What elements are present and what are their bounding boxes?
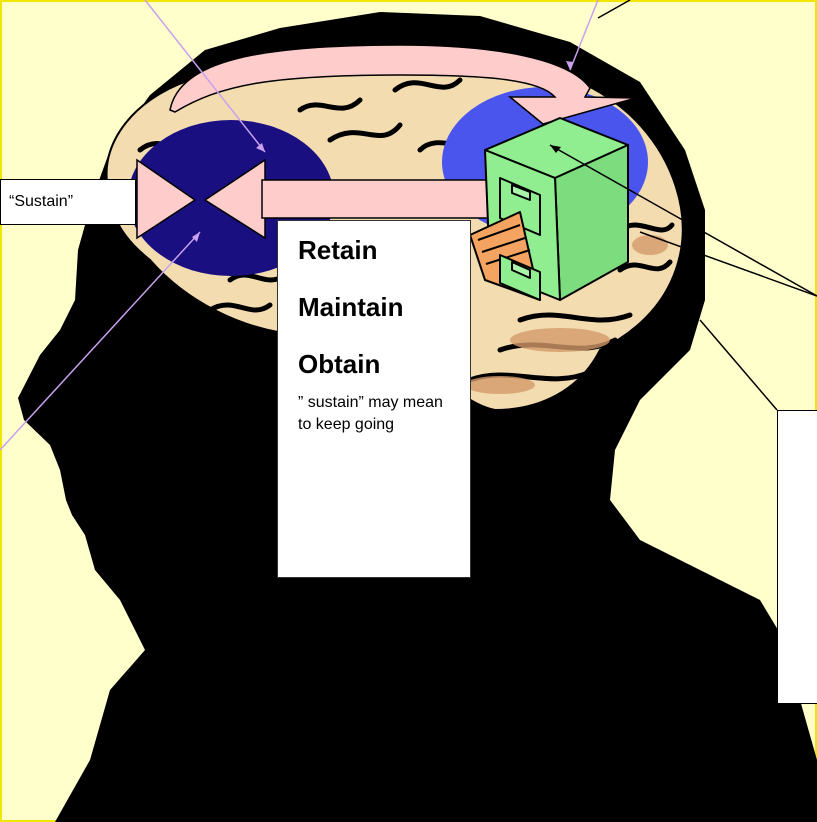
word-list-box: Retain Maintain Obtain ” sustain” may me… — [277, 220, 471, 578]
sustain-note: ” sustain” may mean to keep going — [298, 392, 448, 436]
word-retain: Retain — [298, 235, 470, 266]
horizontal-arrow-shaft — [262, 180, 492, 218]
sustain-label: “Sustain” — [9, 193, 73, 210]
empty-callout-box — [777, 410, 817, 704]
filing-cabinet-icon — [470, 118, 628, 300]
word-obtain: Obtain — [298, 349, 470, 380]
word-maintain: Maintain — [298, 292, 470, 323]
sustain-label-box: “Sustain” — [0, 179, 136, 225]
